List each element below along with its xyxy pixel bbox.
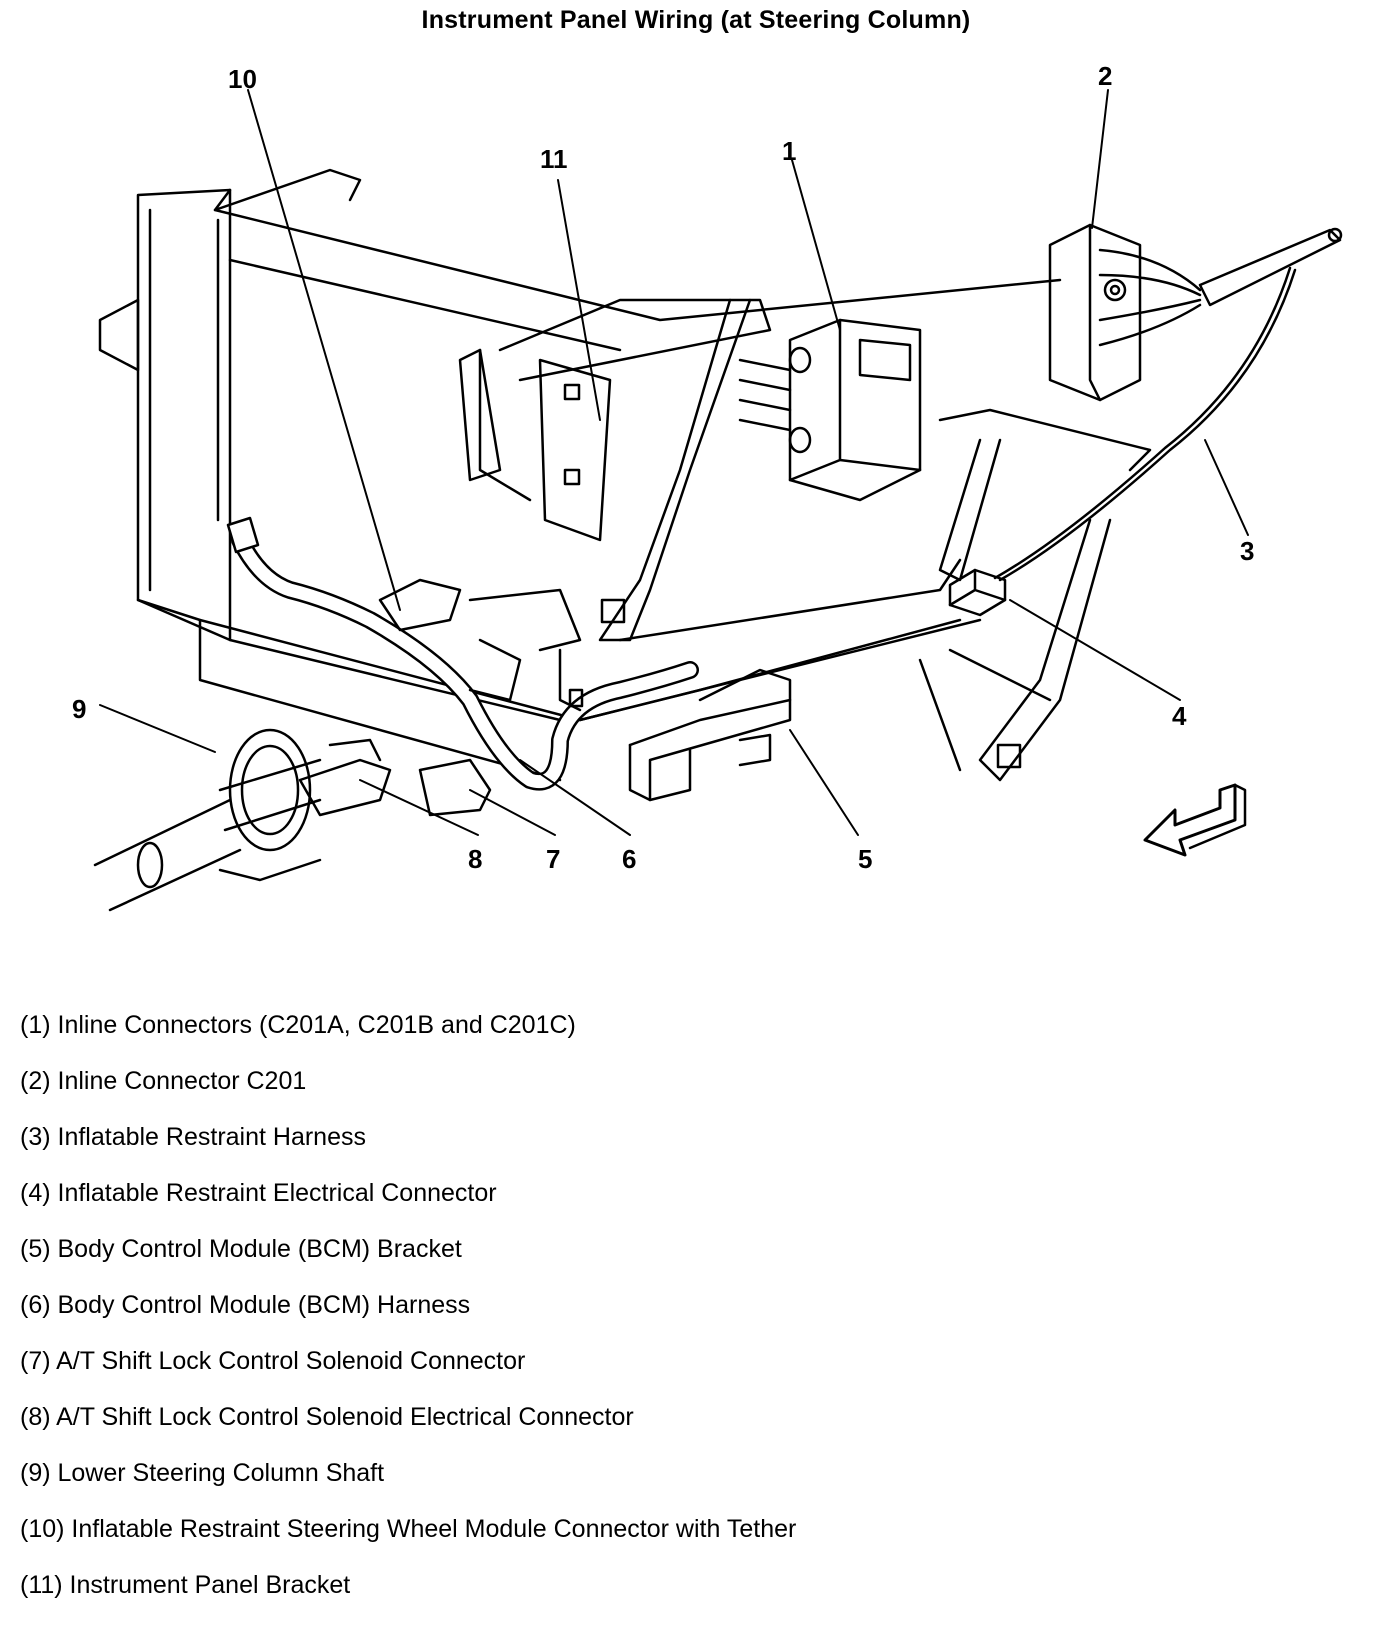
bcm-harness [226,516,699,791]
callout-1: 1 [782,136,796,166]
legend-item-7: (7) A/T Shift Lock Control Solenoid Conn… [20,1347,526,1375]
callout-labels: 1 2 3 4 5 6 7 8 9 10 11 [72,61,1254,874]
legend-item-1: (1) Inline Connectors (C201A, C201B and … [20,1011,576,1039]
callout-2: 2 [1098,61,1112,91]
legend-item-8: (8) A/T Shift Lock Control Solenoid Elec… [20,1403,634,1431]
legend-item-5: (5) Body Control Module (BCM) Bracket [20,1235,462,1263]
callout-7: 7 [546,844,560,874]
callout-10: 10 [228,64,257,94]
legend-item-10: (10) Inflatable Restraint Steering Wheel… [20,1515,797,1543]
inflatable-restraint-harness [948,266,1297,617]
legend-list: (1) Inline Connectors (C201A, C201B and … [20,1010,796,1626]
right-lower-bracket [918,408,1152,782]
legend-item-3: (3) Inflatable Restraint Harness [20,1123,366,1151]
leader-lines [99,89,1249,836]
bcm-bracket [628,668,792,802]
center-mount [378,578,584,712]
callout-4: 4 [1172,701,1187,731]
diagram-title: Instrument Panel Wiring (at Steering Col… [421,6,971,34]
callout-8: 8 [468,844,482,874]
legend-item-4: (4) Inflatable Restraint Electrical Conn… [20,1179,497,1207]
direction-arrow-icon [1143,783,1247,857]
legend-item-6: (6) Body Control Module (BCM) Harness [20,1291,471,1319]
inline-connectors [738,318,922,502]
support-strut [598,298,752,642]
inline-connector-c201 [1048,223,1343,402]
lower-steering-column-shaft [93,728,322,912]
callout-11: 11 [540,144,568,174]
instrument-panel-beam [136,208,1062,782]
instrument-panel-bracket [458,298,772,542]
legend-item-11: (11) Instrument Panel Bracket [20,1571,351,1599]
legend-item-9: (9) Lower Steering Column Shaft [20,1459,385,1487]
callout-3: 3 [1240,536,1254,566]
callout-9: 9 [72,694,86,724]
callout-5: 5 [858,844,872,874]
left-panel [98,168,362,642]
legend-item-2: (2) Inline Connector C201 [20,1067,307,1095]
callout-6: 6 [622,844,636,874]
shift-lock-connectors [298,738,492,817]
wiring-diagram: 1 2 3 4 5 6 7 8 9 10 11 [72,61,1343,912]
